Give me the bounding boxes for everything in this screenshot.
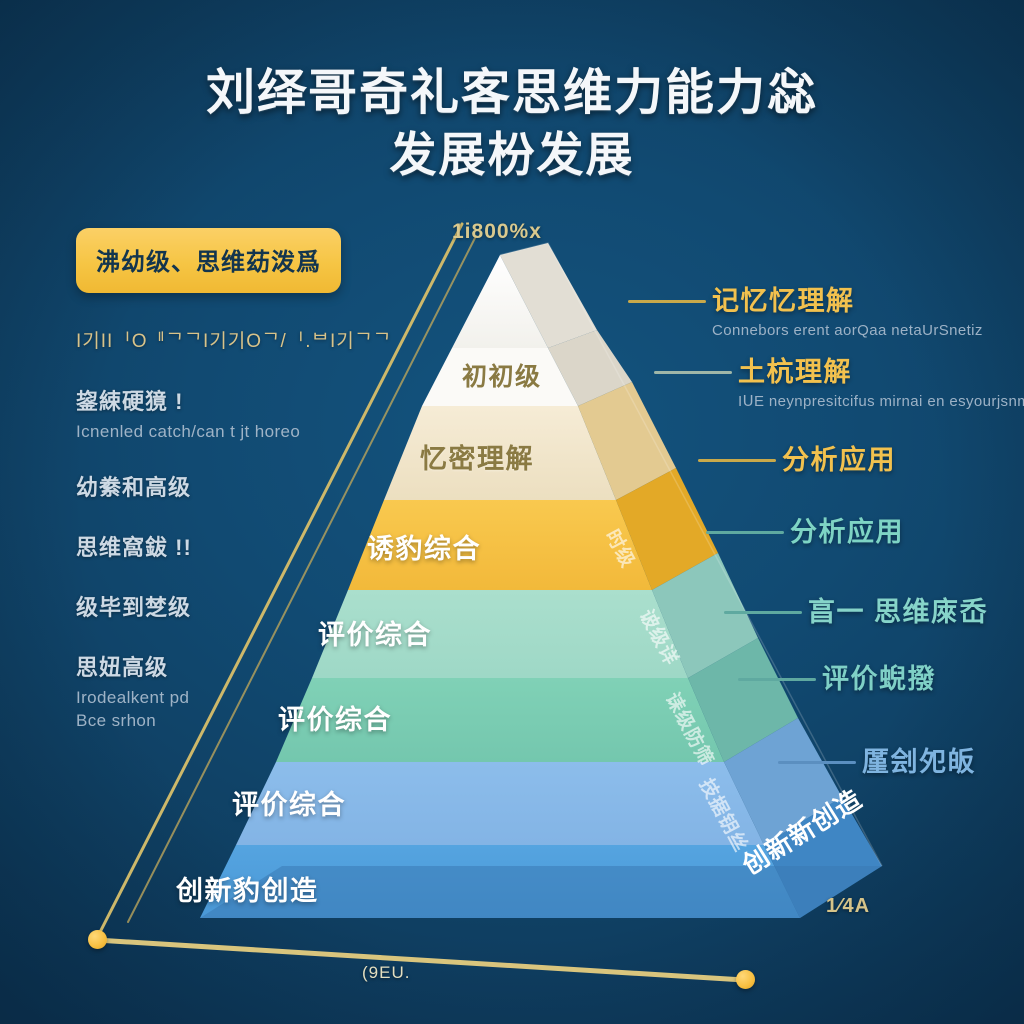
title-line-2: 发展枌发展: [389, 128, 635, 181]
callout-5-title: 评价蜺撥: [822, 664, 936, 694]
guide-line-left-outer: [94, 222, 464, 942]
tier-6-front: [236, 762, 764, 845]
callout-0-subtitle: Connebors erent aorQaa netaUrSnetiz: [712, 322, 983, 339]
callout-6-connector: [778, 761, 856, 764]
guide-line-left-inner: [127, 235, 477, 923]
sidebar-item-5-en: Irodealkent pd Bce srhon: [76, 688, 190, 730]
tier-label-front-7: 创新豹创造: [176, 876, 319, 906]
sidebar-item-0: I기IIᅵOᅵᅵᄀᄀI기기Oᄀ/ᅵ.ᄇI기ᄀᄀ: [76, 327, 392, 357]
tier-5-right: [688, 638, 798, 762]
callout-3-connector: [706, 531, 784, 534]
callout-5-connector: [738, 678, 816, 681]
axis-cap-right: [736, 970, 755, 989]
callout-4-title: 亯一 思维庲岙: [808, 597, 989, 627]
callout-1-subtitle: IՍE neynpresitcifus mirnai en esyourjsnm…: [738, 393, 1024, 410]
guide-lines: [93, 222, 747, 983]
callout-2: 分析应用: [698, 443, 896, 477]
sidebar-item-5: 思妞高级 Irodealkent pd Bce srhon: [76, 653, 342, 732]
tier-label-front-3: 诱豹综合: [367, 534, 481, 564]
tier-3-front: [348, 500, 652, 590]
tier-3-right: [616, 468, 718, 590]
tier-1-right: [500, 243, 597, 348]
tier-6-right: [724, 718, 842, 845]
tier-label-front-5: 评价综合: [278, 705, 392, 735]
tier-4-front: [312, 590, 688, 678]
axis-label: (9EU.: [362, 963, 411, 982]
callout-4-connector: [724, 611, 802, 614]
callout-0-title: 记忆忆理解: [712, 286, 855, 316]
sidebar-item-4: 级毕到椘级: [76, 593, 342, 623]
tier-1b-right: [548, 330, 632, 406]
sidebar-item-2-cn: 幼絭和高级: [76, 475, 192, 500]
sidebar-item-1-en: Icnenled catch/can t jt horeo: [76, 422, 301, 441]
callout-6: 厪刽夗皈: [778, 745, 976, 779]
callout-0: 记忆忆理解 Connebors erent aorQaa netaUrSneti…: [628, 284, 983, 341]
callout-4: 亯一 思维庲岙: [724, 595, 989, 629]
tier-1-front: [452, 255, 548, 348]
callout-1: 土杭理解 IՍE neynpresitcifus mirnai en esyou…: [654, 355, 1024, 412]
callout-3-title: 分析应用: [790, 517, 904, 547]
tier-label-front-2: 忆密理解: [420, 444, 534, 474]
callout-0-connector: [628, 300, 706, 303]
guide-line-bottom: [93, 937, 747, 983]
tier-2-right: [578, 382, 676, 500]
tier-label-front-4: 评价综合: [318, 620, 432, 650]
tier-2-front: [384, 406, 616, 500]
callout-5: 评价蜺撥: [738, 662, 936, 696]
apex-label: 1i800%x: [452, 220, 542, 243]
sidebar-item-4-cn: 级毕到椘级: [76, 595, 192, 620]
tier-4-right: [652, 553, 758, 678]
callout-3: 分析应用: [706, 515, 904, 549]
tier-label-front-1: 初初级: [462, 363, 542, 391]
title-line-1: 刘绎哥奇礼客思维力能力惢: [205, 66, 818, 120]
pyramid-right-faces: [500, 243, 882, 918]
sidebar: 沸幼级、思维苭泼爲 I기IIᅵOᅵᅵᄀᄀI기기Oᄀ/ᅵ.ᄇI기ᄀᄀ 鋆綀硬獍 !…: [76, 228, 392, 732]
callout-1-connector: [654, 371, 732, 374]
axis-cap-left: [88, 930, 107, 949]
sidebar-item-3: 思维窩鈸 !!: [76, 533, 342, 563]
sidebar-item-3-cn: 思维窩鈸 !!: [76, 535, 192, 560]
tier-1b-front: [422, 348, 578, 406]
sidebar-item-5-cn: 思妞高级: [76, 655, 169, 680]
page-title: 刘绎哥奇礼客思维力能力惢 发展枌发展: [0, 62, 1024, 186]
callout-2-title: 分析应用: [782, 445, 896, 475]
pyramid-ridge-highlight: [499, 242, 883, 867]
corner-label: 1⁄4A: [826, 895, 871, 917]
sidebar-item-2: 幼絭和高级: [76, 473, 342, 503]
tier-5-front: [276, 678, 724, 762]
callout-2-connector: [698, 459, 776, 462]
tier-label-front-6: 评价综合: [232, 790, 346, 820]
callout-6-title: 厪刽夗皈: [862, 747, 976, 777]
sidebar-item-1-cn: 鋆綀硬獍 !: [76, 389, 184, 414]
callout-1-title: 土杭理解: [738, 357, 852, 387]
sidebar-item-1: 鋆綀硬獍 ! Icnenled catch/can t jt horeo: [76, 387, 342, 443]
legend-badge[interactable]: 沸幼级、思维苭泼爲: [76, 228, 341, 293]
sidebar-item-0-text: I기IIᅵOᅵᅵᄀᄀI기기Oᄀ/ᅵ.ᄇI기ᄀᄀ: [76, 331, 392, 352]
pyramid-base-shadow: [200, 866, 882, 918]
